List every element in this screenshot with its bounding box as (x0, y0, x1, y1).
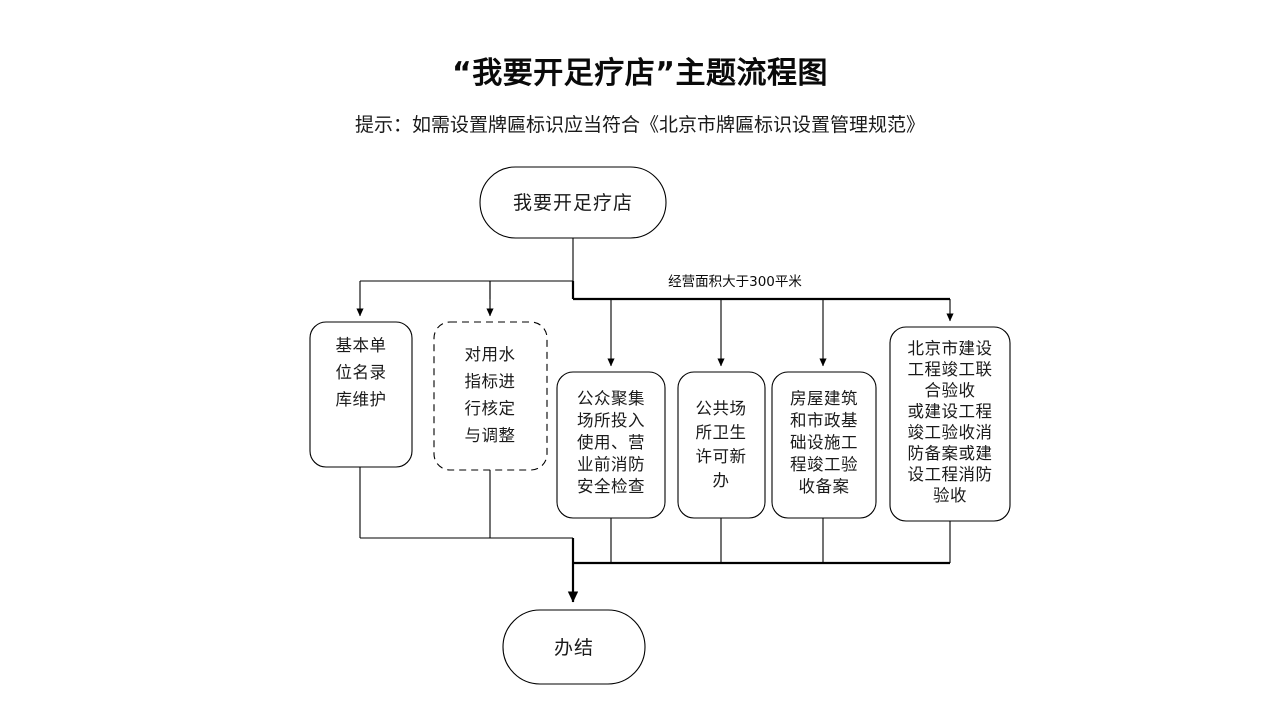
node-task3-line-3: 使用、营 (577, 433, 645, 452)
node-task6-line-6: 防备案或建 (908, 444, 993, 463)
node-task2[interactable]: 对用水 指标进 行核定 与调整 (433, 321, 548, 471)
node-task3-line-2: 场所投入 (577, 411, 645, 430)
node-task6-line-2: 工程竣工联 (908, 360, 993, 379)
node-task5-line-4: 程竣工验 (790, 455, 858, 474)
node-end[interactable]: 办结 (502, 609, 646, 685)
node-task2-line-1: 对用水 (465, 345, 516, 364)
node-task5-line-1: 房屋建筑 (790, 389, 858, 408)
node-task3-line-4: 业前消防 (577, 455, 645, 474)
node-task2-shape (433, 321, 548, 471)
node-task6[interactable]: 北京市建设 工程竣工联 合验收 或建设工程 竣工验收消 防备案或建 设工程消防 … (889, 326, 1011, 522)
node-task6-line-3: 合验收 (925, 381, 976, 400)
node-task2-line-4: 与调整 (465, 426, 516, 445)
node-start[interactable]: 我要开足疗店 (479, 166, 667, 239)
node-start-shape (479, 166, 667, 239)
node-task4-line-3: 许可新 (696, 447, 747, 466)
node-task3-line-5: 安全检查 (577, 477, 645, 496)
node-task2-line-2: 指标进 (465, 372, 516, 391)
node-end-label: 办结 (554, 637, 594, 659)
node-task1-shape (309, 321, 413, 468)
node-task6-line-5: 竣工验收消 (908, 423, 993, 442)
node-task3-line-1: 公众聚集 (577, 389, 645, 408)
node-task4[interactable]: 公共场 所卫生 许可新 办 (677, 371, 766, 519)
page-title: “我要开足疗店”主题流程图 (452, 56, 828, 91)
node-task1-line-3: 库维护 (336, 390, 387, 409)
node-task6-line-4: 或建设工程 (908, 402, 993, 421)
node-task6-shape (889, 326, 1011, 522)
node-task5[interactable]: 房屋建筑 和市政基 础设施工 程竣工验 收备案 (771, 371, 877, 519)
node-task1-line-2: 位名录 (336, 363, 387, 382)
node-task6-line-1: 北京市建设 (908, 339, 993, 358)
node-task6-line-7: 设工程消防 (908, 465, 993, 484)
page-subtitle: 提示：如需设置牌匾标识应当符合《北京市牌匾标识设置管理规范》 (354, 115, 925, 136)
node-task3-shape (556, 371, 666, 519)
node-task4-line-2: 所卫生 (696, 423, 747, 442)
node-task5-line-3: 础设施工 (790, 433, 858, 452)
edge-group-bottom (359, 467, 951, 603)
node-task4-line-4: 办 (713, 471, 730, 490)
node-task1[interactable]: 基本单 位名录 库维护 (309, 321, 413, 468)
node-task3[interactable]: 公众聚集 场所投入 使用、营 业前消防 安全检查 (556, 371, 666, 519)
node-task6-line-8: 验收 (933, 486, 967, 505)
node-task4-line-1: 公共场 (696, 399, 747, 418)
node-task5-line-5: 收备案 (799, 477, 850, 496)
node-end-shape (502, 609, 646, 685)
edge-label-area-condition: 经营面积大于300平米 (668, 274, 802, 290)
node-task4-shape (677, 371, 766, 519)
node-task5-line-2: 和市政基 (790, 411, 858, 430)
node-task1-line-1: 基本单 (336, 336, 387, 355)
node-task2-line-3: 行核定 (465, 399, 516, 418)
node-start-label: 我要开足疗店 (513, 192, 633, 214)
edge-group-top (356, 238, 954, 367)
node-task5-shape (771, 371, 877, 519)
